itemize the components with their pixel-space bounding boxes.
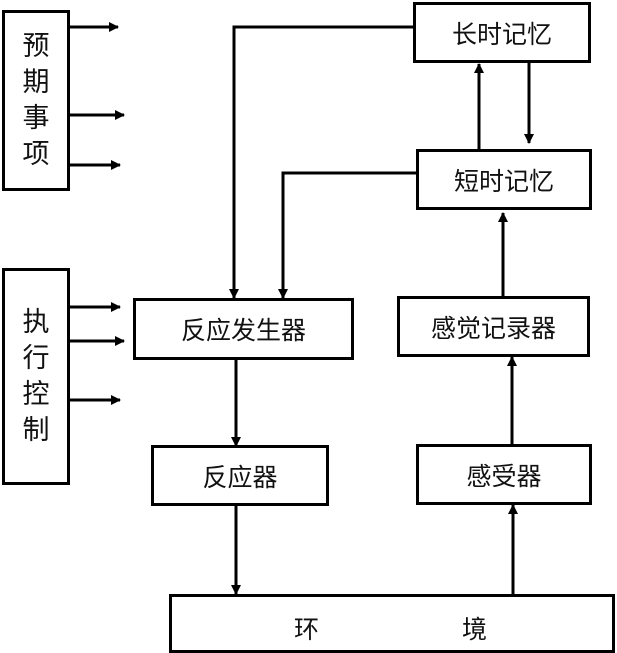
stm-to-generator-edge <box>278 171 416 299</box>
receptor-box: 感受器 <box>416 444 592 505</box>
expectations-char: 项 <box>22 138 50 170</box>
environment-label-left: 环 <box>294 615 320 644</box>
receptor-label: 感受器 <box>466 461 542 491</box>
executive-char: 控 <box>22 378 50 410</box>
environment-box: 环 境 <box>169 594 615 653</box>
executive-control-box: 执 行 控 制 <box>2 268 70 485</box>
environment-label-right: 境 <box>462 615 488 644</box>
long-term-memory-label: 长时记忆 <box>451 19 552 49</box>
expectations-char: 期 <box>22 66 50 98</box>
short-term-memory-box: 短时记忆 <box>416 149 592 210</box>
executive-char: 行 <box>22 342 50 374</box>
executive-char: 制 <box>22 414 50 446</box>
short-term-memory-label: 短时记忆 <box>453 166 554 196</box>
effector-label: 反应器 <box>202 462 278 492</box>
sensory-register-box: 感觉记录器 <box>397 296 590 357</box>
response-generator-box: 反应发生器 <box>133 298 354 360</box>
response-generator-label: 反应发生器 <box>180 316 306 345</box>
expectations-box: 预 期 事 项 <box>2 10 70 191</box>
expectations-char: 事 <box>22 102 50 134</box>
sensory-register-label: 感觉记录器 <box>430 313 556 343</box>
long-term-memory-box: 长时记忆 <box>413 2 591 63</box>
executive-char: 执 <box>22 306 50 338</box>
effector-box: 反应器 <box>151 445 329 506</box>
ltm-to-generator-edge <box>229 25 416 299</box>
expectations-char: 预 <box>22 30 50 62</box>
